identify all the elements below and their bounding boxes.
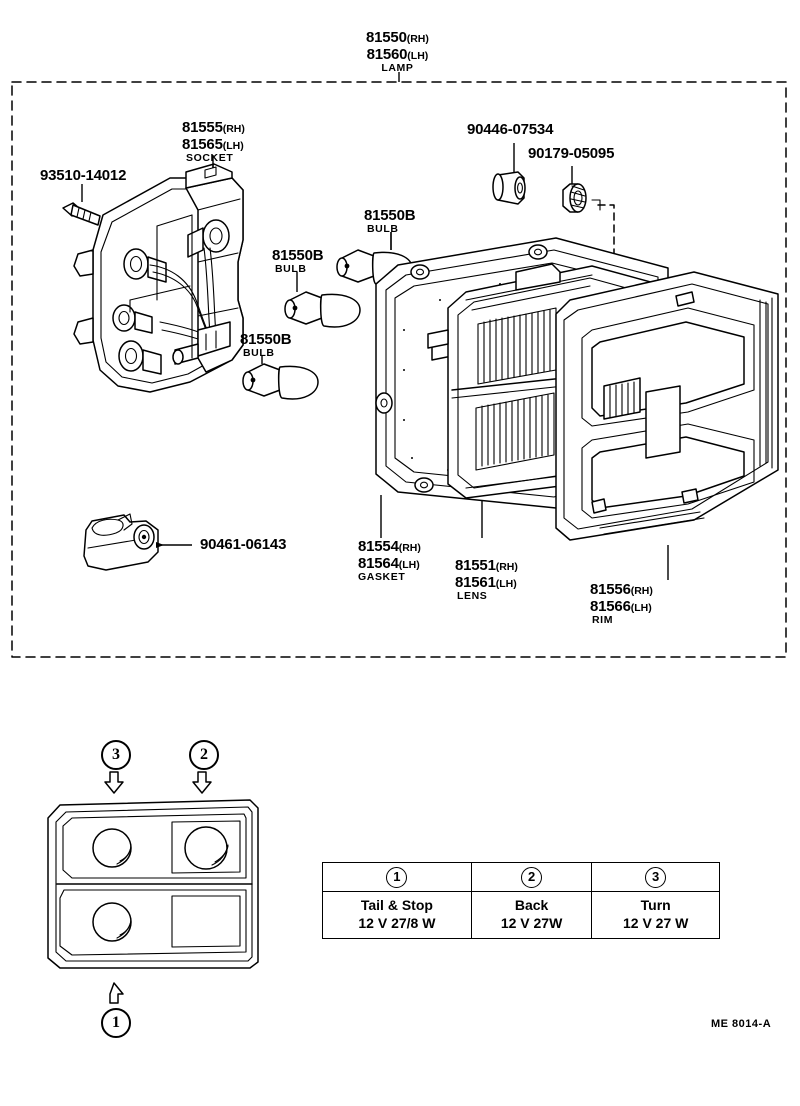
label-bulb-middle: 81550B BULB [272,247,324,275]
lens-suffix-rh: (RH) [495,561,518,573]
screw-art [62,184,101,226]
gasket-suffix-lh: (LH) [398,558,420,571]
grommet-part-number: 90446-07534 [467,121,554,138]
rim-description: RIM [592,614,614,627]
bulb-middle-part-number: 81550B [272,247,324,264]
legend-body-row: Tail & Stop 12 V 27/8 W Back 12 V 27W Tu… [322,891,720,939]
legend-cell-2: Back 12 V 27W [470,891,593,939]
rim-suffix-rh: (RH) [630,585,653,597]
bulb-upper-description: BULB [367,222,399,235]
gasket-suffix-rh: (RH) [398,542,421,554]
legend-name-3: Turn [640,897,671,913]
legend-rating-3: 12 V 27 W [622,914,689,931]
title-number-lh: 81560 [366,45,408,63]
callout-1: 1 [101,1008,131,1038]
label-bulb-upper: 81550B BULB [364,207,416,235]
rim-number-lh: 81566 [590,597,631,615]
label-screw: 93510-14012 [40,168,126,185]
legend-circle-2: 2 [521,867,543,888]
rim-number-rh: 81556 [590,581,631,598]
label-bulb-lower: 81550B BULB [240,331,292,359]
title-number-rh: 81550 [366,29,407,46]
socket-number-lh: 81565 [182,135,223,153]
diagram-title: 81550(RH) 81560(LH) LAMP [366,30,429,74]
socket-number-rh: 81555 [182,119,223,136]
lens-number-rh: 81551 [455,557,496,574]
socket-suffix-lh: (LH) [222,139,244,152]
bulb-middle-description: BULB [275,262,307,275]
bulb-lower-art [242,356,319,400]
rim-suffix-lh: (LH) [630,601,652,614]
socket-description: SOCKET [186,152,234,165]
legend-circle-1: 1 [386,867,408,888]
legend-circle-3: 3 [645,867,667,888]
grommet-art [492,143,526,205]
gasket-number-rh: 81554 [358,538,399,555]
rim-art [555,271,779,580]
screw-part-number: 93510-14012 [40,167,127,184]
bulb-legend-table: 1 2 3 Tail & Stop 12 V 27/8 W Back 12 V … [322,862,720,939]
label-grommet: 90446-07534 [467,122,553,139]
title-suffix-lh: (LH) [407,49,429,62]
clip-art [83,513,192,571]
bulb-upper-part-number: 81550B [364,207,416,224]
bulb-middle-art [284,272,361,328]
nut-art [562,166,615,256]
lens-number-lh: 81561 [455,573,496,591]
legend-header-3: 3 [591,862,720,892]
nut-part-number: 90179-05095 [528,145,615,162]
socket-assembly-art [73,163,244,393]
legend-header-2: 2 [470,862,593,892]
legend-header-row: 1 2 3 [322,862,720,892]
bulb-upper-art [336,232,413,286]
bulb-lower-part-number: 81550B [240,331,292,348]
socket-suffix-rh: (RH) [222,123,245,135]
label-nut: 90179-05095 [528,146,614,163]
label-clip: 90461-06143 [200,537,286,554]
legend-name-2: Back [514,897,549,913]
callout-3: 3 [101,740,131,770]
legend-name-1: Tail & Stop [360,897,433,913]
gasket-number-lh: 81564 [358,554,399,572]
label-socket: 81555(RH) 81565(LH) SOCKET [182,120,245,164]
gasket-description: GASKET [358,571,406,584]
title-description: LAMP [381,62,414,75]
label-rim: 81556(RH) 81566(LH) RIM [590,582,653,626]
lens-suffix-lh: (LH) [495,577,517,590]
lens-schematic-art [47,771,259,1004]
clip-part-number: 90461-06143 [200,536,287,553]
label-lens: 81551(RH) 81561(LH) LENS [455,558,518,602]
label-gasket: 81554(RH) 81564(LH) GASKET [358,539,421,583]
legend-cell-1: Tail & Stop 12 V 27/8 W [322,891,472,939]
title-suffix-rh: (RH) [406,33,429,45]
legend-rating-1: 12 V 27/8 W [358,914,436,931]
legend-cell-3: Turn 12 V 27 W [591,891,720,939]
bulb-lower-description: BULB [243,346,275,359]
legend-rating-2: 12 V 27W [500,914,563,931]
legend-header-1: 1 [322,862,472,892]
lens-description: LENS [457,590,488,603]
callout-2: 2 [189,740,219,770]
footer-code: ME 8014-A [711,1018,772,1030]
